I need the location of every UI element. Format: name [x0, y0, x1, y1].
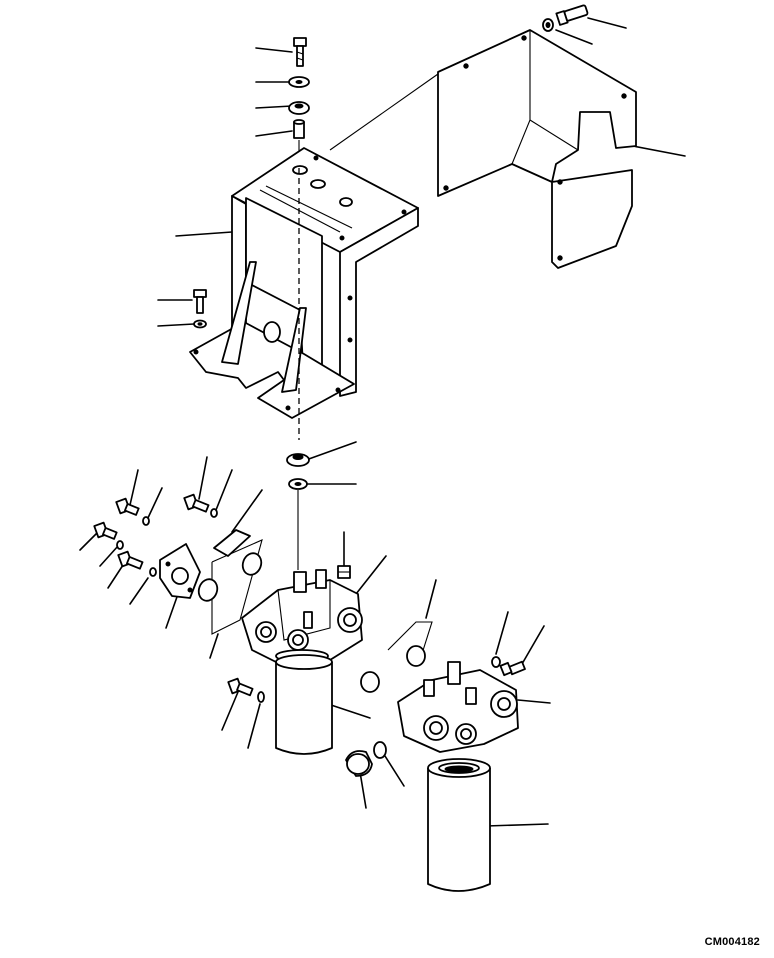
filter-head-icon [242, 570, 362, 668]
o-ring-grouping-brackets [212, 540, 432, 660]
top-rubber-mount-icon [289, 102, 309, 114]
port-gasket-icon [214, 530, 250, 556]
port-flange-cover-icon [160, 544, 200, 598]
lower-bolt-left-icon [228, 679, 252, 696]
drain-o-ring-icon [374, 742, 386, 758]
filter-head-right-icon [398, 662, 518, 752]
bracket-bolt-icon [194, 290, 206, 313]
top-collar-icon [294, 120, 304, 138]
right-bolt-icon [500, 662, 525, 675]
bracket-washer-icon [194, 321, 206, 328]
port-washer-d-icon [150, 568, 156, 576]
small-plug-right-icon [492, 657, 500, 667]
lower-washer-icon [289, 479, 307, 489]
o-ring-c-icon [361, 672, 379, 692]
head-plug-icon [338, 566, 350, 578]
cover-bolt-icon [556, 5, 588, 25]
cover-washer-icon [543, 19, 553, 31]
port-washer-c-icon [117, 541, 123, 549]
cover-assembly-line [330, 74, 438, 150]
o-ring-b-icon [196, 577, 220, 604]
lower-rubber-mount-icon [287, 454, 309, 466]
port-bolt-a-icon [116, 499, 138, 515]
port-bolt-d-icon [118, 552, 142, 569]
top-bolt-icon [294, 38, 306, 66]
leader-lines [80, 18, 685, 826]
top-washer-icon [289, 77, 309, 87]
o-ring-a-icon [240, 551, 264, 578]
port-washer-a-icon [143, 517, 149, 525]
lower-washer-left-icon [258, 692, 264, 702]
drawing-number: CM004182 [704, 936, 760, 948]
mounting-bracket-icon [190, 148, 418, 418]
o-ring-d-icon [407, 646, 425, 666]
port-bolt-b-icon [184, 495, 208, 512]
port-bolt-c-icon [94, 523, 116, 539]
port-washer-b-icon [211, 509, 217, 517]
cover-plate-icon [438, 30, 636, 268]
drain-plug-icon [346, 751, 372, 776]
filter-canister-right-icon [428, 759, 490, 891]
filter-canister-left-icon [276, 655, 332, 754]
